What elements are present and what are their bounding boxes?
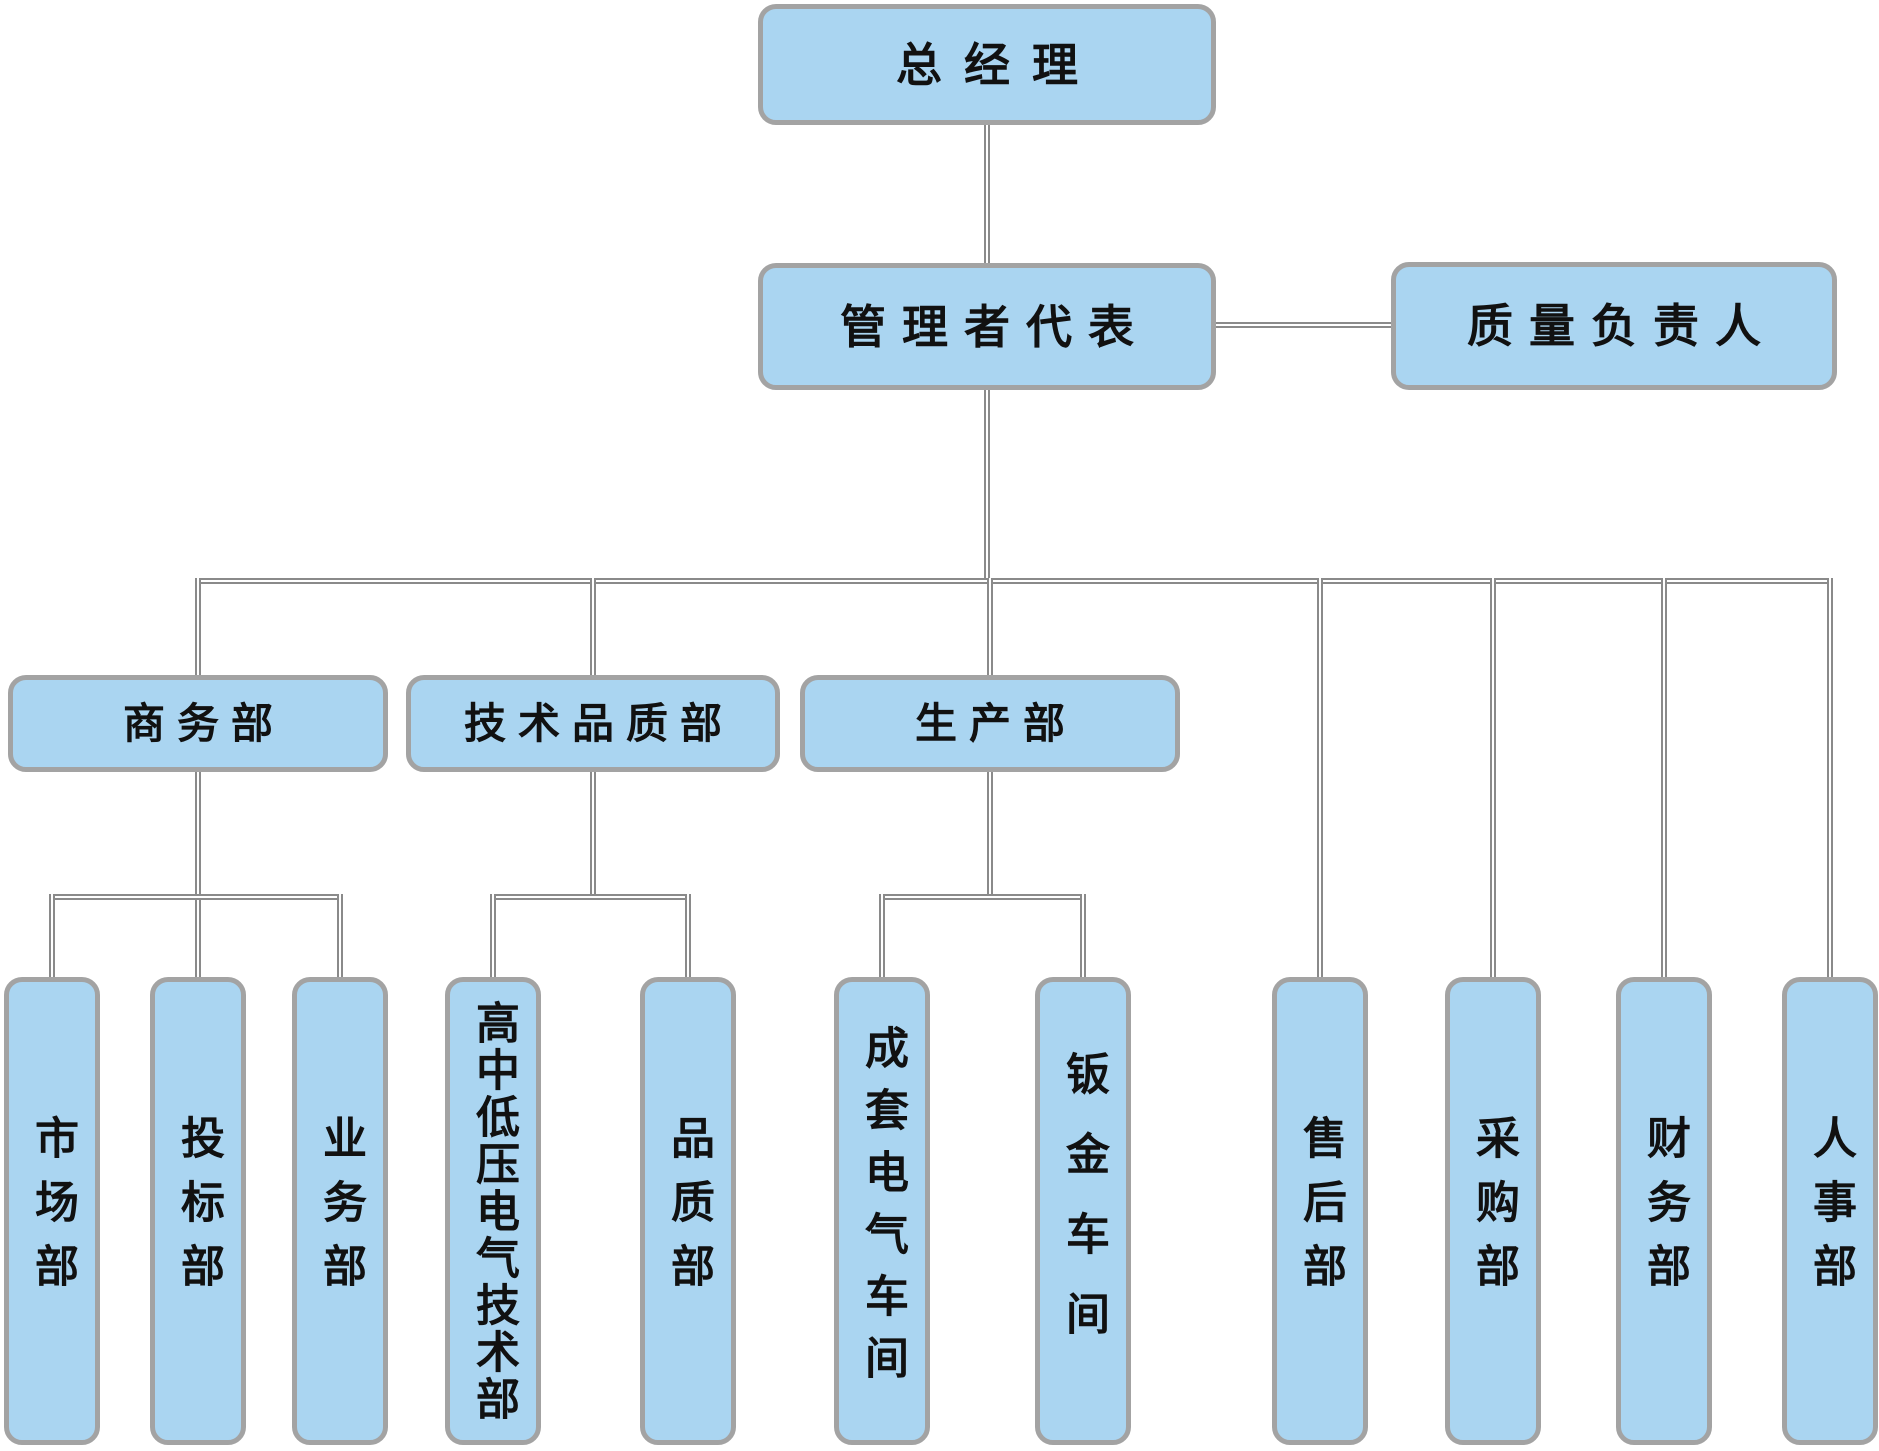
node-dept-commerce-label: 商务部 [122, 699, 285, 747]
connector-drop-tech-quality [590, 578, 596, 680]
node-market-dept: 市场部 [4, 977, 100, 1445]
connector-production-stem [987, 770, 993, 900]
connector-drop-market [49, 894, 55, 980]
node-hv-mv-lv-electrical-tech-dept-label: 高中低压电气技术部 [469, 999, 518, 1423]
node-dept-commerce: 商务部 [8, 675, 388, 772]
node-dept-tech-quality: 技术品质部 [406, 675, 780, 772]
node-quality-leader: 质量负责人 [1391, 262, 1837, 390]
node-finance-dept: 财务部 [1616, 977, 1712, 1445]
node-sheet-metal-workshop: 钣金车间 [1035, 977, 1131, 1445]
connector-rep-trunk [984, 388, 990, 584]
connector-commerce-branch [49, 894, 343, 900]
connector-production-branch [879, 894, 1086, 900]
node-bidding-dept: 投标部 [150, 977, 246, 1445]
connector-drop-electrical-tech [490, 894, 496, 980]
node-after-sales-dept: 售后部 [1272, 977, 1368, 1445]
node-purchasing-dept: 采购部 [1445, 977, 1541, 1445]
connector-distribution [195, 578, 1833, 584]
node-business-dept: 业务部 [292, 977, 388, 1445]
node-hr-dept: 人事部 [1782, 977, 1878, 1445]
connector-drop-commerce [195, 578, 201, 680]
node-hr-dept-label: 人事部 [1806, 1115, 1855, 1307]
node-finance-dept-label: 财务部 [1640, 1115, 1689, 1307]
node-market-dept-label: 市场部 [28, 1115, 77, 1307]
node-dept-production-label: 生产部 [914, 699, 1077, 747]
node-general-manager-label: 总经理 [896, 38, 1100, 91]
node-dept-tech-quality-label: 技术品质部 [463, 699, 734, 747]
node-sheet-metal-workshop-label: 钣金车间 [1059, 1051, 1108, 1371]
connector-drop-finance [1661, 578, 1667, 980]
node-quality-dept-label: 品质部 [664, 1115, 713, 1307]
connector-drop-sheet-metal [1080, 894, 1086, 980]
node-dept-production: 生产部 [800, 675, 1180, 772]
connector-drop-purchasing [1490, 578, 1496, 980]
node-complete-electrical-workshop: 成套电气车间 [834, 977, 930, 1445]
node-business-dept-label: 业务部 [316, 1115, 365, 1307]
connector-drop-quality-dept [685, 894, 691, 980]
connector-commerce-stem [195, 770, 201, 980]
node-quality-dept: 品质部 [640, 977, 736, 1445]
connector-drop-after-sales [1317, 578, 1323, 980]
connector-drop-hr [1827, 578, 1833, 980]
connector-gm-rep [984, 123, 990, 267]
node-after-sales-dept-label: 售后部 [1296, 1115, 1345, 1307]
node-hv-mv-lv-electrical-tech-dept: 高中低压电气技术部 [445, 977, 541, 1445]
connector-drop-complete-electrical [879, 894, 885, 980]
node-purchasing-dept-label: 采购部 [1469, 1115, 1518, 1307]
node-bidding-dept-label: 投标部 [174, 1115, 223, 1307]
connector-drop-business [337, 894, 343, 980]
connector-rep-quality [1213, 322, 1394, 328]
node-general-manager: 总经理 [758, 4, 1216, 125]
connector-tech-quality-branch [490, 894, 691, 900]
node-complete-electrical-workshop-label: 成套电气车间 [858, 1025, 907, 1397]
connector-drop-production [987, 578, 993, 680]
node-management-representative: 管理者代表 [758, 263, 1216, 390]
connector-tech-quality-stem [590, 770, 596, 900]
node-management-representative-label: 管理者代表 [840, 300, 1150, 353]
node-quality-leader-label: 质量负责人 [1467, 300, 1777, 352]
